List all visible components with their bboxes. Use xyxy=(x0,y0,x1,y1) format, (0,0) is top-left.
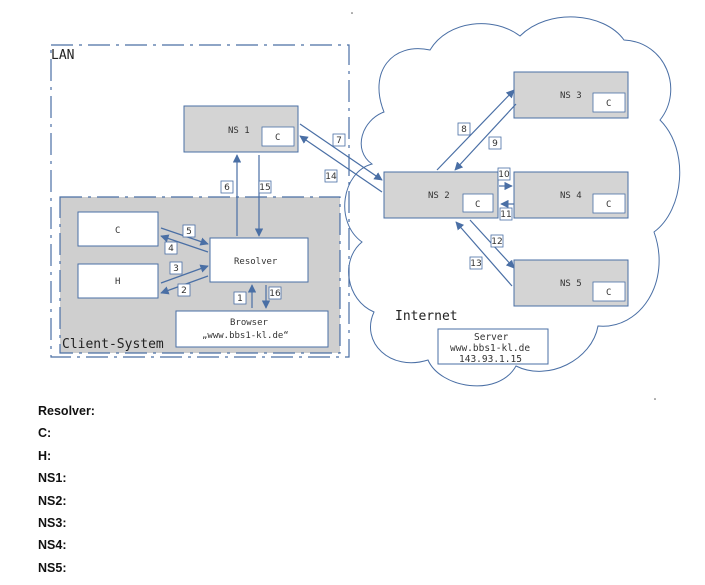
legend-ns5: NS5: xyxy=(38,560,67,575)
svg-text:C: C xyxy=(606,288,611,298)
ns4-cache xyxy=(592,193,626,214)
svg-text:4: 4 xyxy=(168,244,174,254)
svg-text:NS 2: NS 2 xyxy=(428,191,450,201)
step-label-4: 4 xyxy=(164,241,178,255)
svg-text:Server: Server xyxy=(474,332,509,343)
lan-border xyxy=(50,44,350,358)
step-label-12: 12 xyxy=(490,234,504,248)
svg-text:C: C xyxy=(475,200,480,210)
svg-text:C: C xyxy=(115,226,120,236)
ns4-server: NS 4 C xyxy=(513,171,629,219)
svg-text:Browser: Browser xyxy=(230,318,269,328)
arrow-step-9 xyxy=(454,103,517,171)
ns5-cache xyxy=(592,281,626,302)
ns3-server: NS 3 C xyxy=(513,71,629,119)
step-label-8: 8 xyxy=(457,122,471,136)
web-server-box: Server www.bbs1-kl.de 143.93.1.15 xyxy=(437,328,549,365)
dot-right xyxy=(654,398,656,400)
arrow-step-14 xyxy=(299,135,383,193)
client-cache-box: C xyxy=(77,211,159,247)
legend-list: Resolver: C: H: NS1: NS2: NS3: NS4: NS5: xyxy=(38,400,338,579)
step-label-14: 14 xyxy=(324,169,338,183)
step-label-2: 2 xyxy=(177,283,191,297)
arrow-step-13 xyxy=(455,221,513,287)
svg-text:9: 9 xyxy=(492,139,498,149)
internet-label: Internet xyxy=(395,309,458,324)
arrow-step-8 xyxy=(436,89,515,171)
ns2-cache xyxy=(462,193,494,213)
ns1-cache xyxy=(261,126,295,147)
svg-text:15: 15 xyxy=(259,183,270,193)
svg-text:12: 12 xyxy=(491,237,502,247)
svg-text:NS 4: NS 4 xyxy=(560,191,582,201)
svg-text:6: 6 xyxy=(224,183,230,193)
svg-text:5: 5 xyxy=(186,227,192,237)
legend-c: C: xyxy=(38,426,52,441)
svg-text:NS 5: NS 5 xyxy=(560,279,582,289)
ns3-cache xyxy=(592,92,626,113)
svg-text:1: 1 xyxy=(237,294,243,304)
arrow-step-4 xyxy=(160,234,209,253)
svg-text:2: 2 xyxy=(181,286,187,296)
step-label-5: 5 xyxy=(182,224,196,238)
svg-text:7: 7 xyxy=(336,136,342,146)
legend-ns1: NS1: xyxy=(38,471,67,486)
step-label-11: 11 xyxy=(499,207,513,221)
lan-label: LAN xyxy=(51,48,74,63)
dns-diagram: LAN Client-System Internet NS 1 C NS 2 C… xyxy=(50,12,681,400)
svg-text:NS 1: NS 1 xyxy=(228,126,250,136)
legend-resolver: Resolver: xyxy=(38,404,95,418)
arrow-step-7 xyxy=(299,123,383,181)
step-label-1: 1 xyxy=(233,291,247,305)
step-label-13: 13 xyxy=(469,256,483,270)
svg-text:143.93.1.15: 143.93.1.15 xyxy=(459,354,522,365)
dot-top xyxy=(351,12,353,14)
svg-text:3: 3 xyxy=(173,264,179,274)
svg-text:8: 8 xyxy=(461,125,467,135)
resolver-box: Resolver xyxy=(209,237,309,283)
svg-text:C: C xyxy=(275,133,280,143)
svg-text:16: 16 xyxy=(269,289,281,299)
svg-text:Resolver: Resolver xyxy=(234,257,278,267)
ns2-server: NS 2 C xyxy=(383,171,499,219)
svg-text:C: C xyxy=(606,99,611,109)
step-label-6: 6 xyxy=(220,180,234,194)
step-label-3: 3 xyxy=(169,261,183,275)
svg-text:10: 10 xyxy=(498,170,510,180)
svg-text:NS 3: NS 3 xyxy=(560,91,582,101)
step-label-7: 7 xyxy=(332,133,346,147)
ns5-server: NS 5 C xyxy=(513,259,629,307)
legend-ns4: NS4: xyxy=(38,538,67,553)
legend-ns2: NS2: xyxy=(38,493,67,508)
step-label-15: 15 xyxy=(258,180,272,194)
ns1-server: NS 1 C xyxy=(183,105,299,153)
svg-text:„www.bbs1-kl.de“: „www.bbs1-kl.de“ xyxy=(202,331,289,341)
svg-text:www.bbs1-kl.de: www.bbs1-kl.de xyxy=(450,343,530,354)
svg-text:C: C xyxy=(606,200,611,210)
arrow-step-3 xyxy=(160,264,209,284)
svg-text:14: 14 xyxy=(325,172,337,182)
step-label-9: 9 xyxy=(488,136,502,150)
legend-h: H: xyxy=(38,448,52,463)
browser-box: Browser „www.bbs1-kl.de“ xyxy=(175,310,329,348)
svg-text:H: H xyxy=(115,277,120,287)
client-system-label: Client-System xyxy=(62,337,164,352)
hosts-box: H xyxy=(77,263,159,299)
svg-text:11: 11 xyxy=(500,210,511,220)
legend-ns3: NS3: xyxy=(38,515,67,530)
svg-text:13: 13 xyxy=(470,259,481,269)
step-label-16: 16 xyxy=(268,286,282,300)
step-label-10: 10 xyxy=(497,167,511,181)
